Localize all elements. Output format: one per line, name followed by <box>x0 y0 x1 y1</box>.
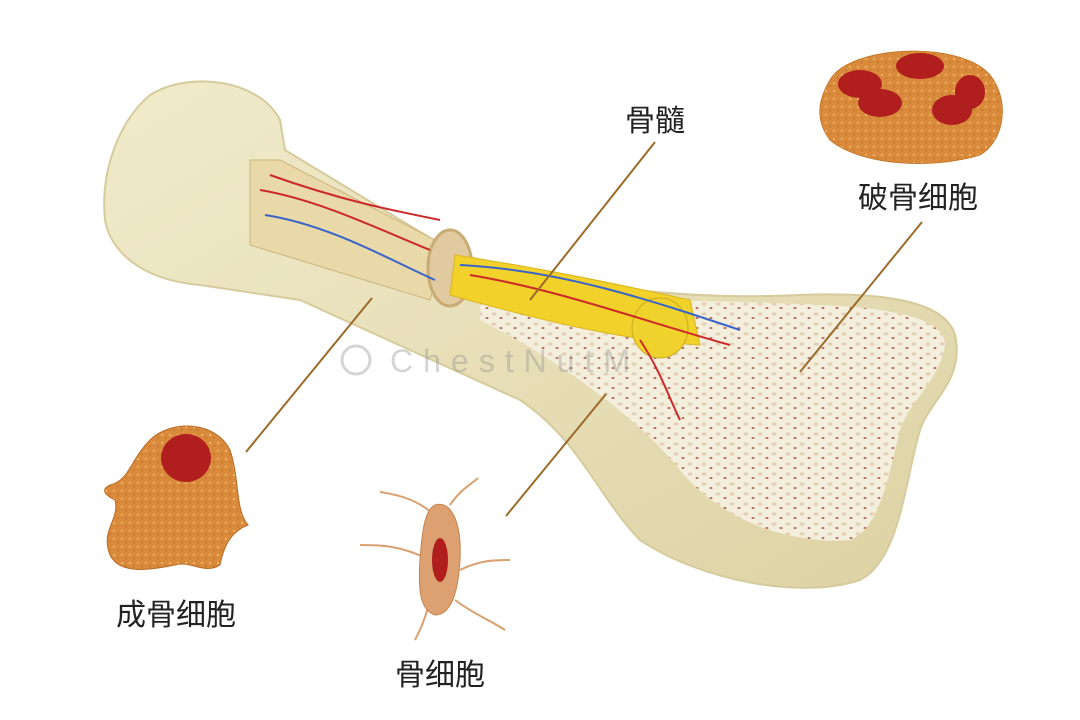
leader-line-bone-marrow <box>529 141 656 301</box>
blood-vessels <box>259 174 741 421</box>
label-osteocyte: 骨细胞 <box>395 658 485 693</box>
label-osteoclast: 破骨细胞 <box>858 181 978 216</box>
watermark-text: ChestNutM <box>390 343 640 379</box>
leader-lines <box>245 141 923 517</box>
osteoclast-cell <box>819 50 1003 164</box>
leader-line-osteoblast <box>245 297 373 453</box>
marrow-end <box>631 297 689 359</box>
label-bone-marrow: 骨髓 <box>625 104 685 139</box>
leader-line-osteoclast <box>799 221 923 373</box>
spongy-bone <box>480 295 945 541</box>
osteoblast-cell <box>104 425 249 570</box>
label-osteoblast: 成骨细胞 <box>116 598 236 633</box>
leader-line-osteocyte <box>505 393 607 517</box>
watermark: ChestNutM <box>340 343 640 379</box>
osteocyte-cell <box>359 477 511 641</box>
